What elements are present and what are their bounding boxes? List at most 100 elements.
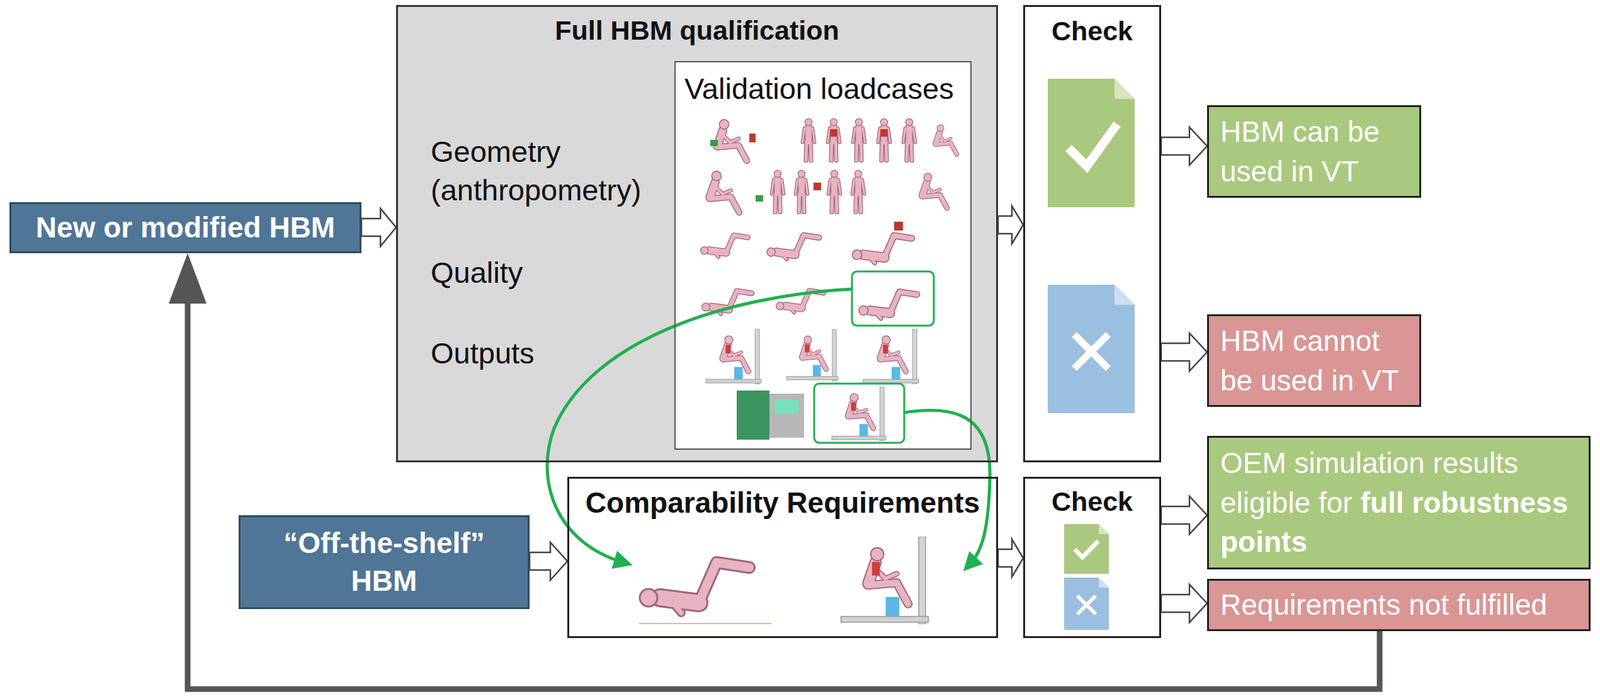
- hbm-figure: [877, 118, 890, 160]
- hbm-figure: [851, 170, 864, 212]
- impactor-block: [755, 195, 764, 202]
- block-arrow: [1161, 127, 1208, 165]
- hbm-figure: [922, 173, 948, 208]
- requirements-panel: Comparability Requirements: [567, 476, 999, 638]
- test-rig: [774, 399, 799, 414]
- panel-fill: [1023, 5, 1162, 463]
- box-label: Requirements not fulfilled: [1220, 588, 1548, 621]
- text-wrap: HBM cannot be used in VT: [1220, 321, 1408, 400]
- panel-heading: Comparability Requirements: [585, 486, 980, 520]
- hbm-figure: [795, 170, 808, 212]
- hbm-figure: [802, 118, 815, 160]
- text-holder: Geometry (anthropometry): [430, 132, 670, 210]
- box-label: New or modified HBM: [35, 210, 335, 244]
- panel-heading: Validation loadcases: [684, 71, 954, 107]
- text-holder: Outputs: [430, 333, 670, 373]
- hbm-figure: [831, 386, 886, 441]
- impactor-block: [880, 129, 888, 137]
- impactor-block: [813, 182, 822, 191]
- result-box: HBM cannot be used in VT: [1207, 314, 1422, 407]
- panel-fill: [674, 61, 972, 450]
- text-holder: Check: [1025, 486, 1160, 517]
- panel-fill: [1023, 476, 1162, 638]
- block-arrow: [998, 539, 1024, 577]
- text-holder: Validation loadcases: [684, 71, 970, 107]
- check-panel: Check: [1023, 5, 1162, 463]
- selection-arrow: [547, 289, 852, 563]
- hbm-figure: [902, 118, 915, 160]
- block-arrow: [1161, 584, 1208, 623]
- panel-heading: Check: [1051, 486, 1133, 517]
- test-rig: [736, 390, 770, 440]
- hbm-figure: [827, 118, 840, 160]
- check-panel: Check: [1023, 476, 1162, 638]
- hbm-figure: [852, 118, 865, 160]
- panel-fill: [567, 476, 999, 638]
- hbm-figure: [717, 119, 747, 162]
- panel-fill: [396, 5, 999, 463]
- page-corner: [1114, 78, 1135, 99]
- check-mark: [1074, 540, 1099, 558]
- check-mark: [1068, 124, 1118, 167]
- text-wrap: OEM simulation results eligible forfull …: [1220, 443, 1578, 562]
- hbm-figure: [828, 170, 840, 212]
- hbm-figure: [786, 329, 839, 381]
- page-corner: [1114, 284, 1135, 305]
- panel-heading: Check: [1051, 15, 1133, 47]
- impactor-block: [749, 133, 756, 143]
- hbm-figure: [771, 170, 784, 212]
- check-icons: [1047, 78, 1135, 630]
- panel-text: Geometry (anthropometry): [430, 132, 670, 210]
- loadcase-panel: Validation loadcases: [674, 61, 972, 450]
- hbm-figure: [709, 171, 740, 213]
- text-holder: Full HBM qualification: [397, 15, 997, 46]
- box-label: “Off-the-shelf” HBM: [283, 526, 485, 597]
- text-holder: Quality: [430, 253, 670, 292]
- feedback-arrow: [187, 278, 1380, 689]
- loadcase-thumbnails: [700, 118, 958, 443]
- hbm-figure: [841, 536, 929, 625]
- hbm-figure: [639, 562, 750, 613]
- highlight-frame: [814, 383, 905, 443]
- block-arrow: [998, 205, 1024, 244]
- test-rig: [769, 393, 805, 438]
- impactor-block: [829, 129, 838, 137]
- qualification-panel: Validation loadcases Full HBM qualificati…: [396, 5, 999, 463]
- pass-document: [1047, 78, 1135, 208]
- panel-heading: Full HBM qualification: [554, 15, 839, 46]
- page-corner: [1098, 577, 1109, 588]
- hbm-figure: [705, 328, 762, 385]
- input-box: “Off-the-shelf” HBM: [238, 515, 530, 609]
- hbm-figure: [858, 291, 917, 318]
- cross-mark: [1074, 334, 1109, 369]
- block-arrow: [1161, 333, 1208, 371]
- cross-mark: [1077, 595, 1096, 614]
- fail-document: [1047, 284, 1135, 414]
- block-arrow: [1161, 496, 1208, 534]
- box-label: HBM can be used in VT: [1220, 115, 1380, 188]
- text-holder: Comparability Requirements: [569, 486, 997, 520]
- impactor-block: [710, 139, 718, 147]
- highlight-frame: [851, 271, 934, 326]
- text-wrap: Requirements not fulfilled: [1220, 584, 1548, 625]
- pass-document: [1064, 523, 1109, 574]
- fail-document: [1064, 577, 1109, 630]
- input-box: New or modified HBM: [9, 202, 362, 254]
- text-holder: Check: [1025, 15, 1160, 47]
- hbm-figure: [766, 235, 820, 260]
- hbm-figure: [700, 235, 749, 258]
- comparability-loadcases: [639, 536, 929, 625]
- block-arrow: [529, 542, 568, 580]
- result-box: OEM simulation results eligible forfull …: [1207, 435, 1591, 570]
- hbm-figure: [935, 124, 957, 155]
- hbm-figure: [702, 290, 752, 314]
- floor-line: [639, 622, 772, 625]
- hbm-figure: [852, 235, 912, 263]
- result-box: HBM can be used in VT: [1207, 105, 1422, 198]
- text-wrap: New or modified HBM: [35, 209, 335, 247]
- block-arrow: [361, 208, 397, 247]
- text-wrap: “Off-the-shelf” HBM: [264, 524, 504, 601]
- text-wrap: HBM can be used in VT: [1220, 112, 1408, 191]
- panel-text: Quality: [430, 253, 523, 292]
